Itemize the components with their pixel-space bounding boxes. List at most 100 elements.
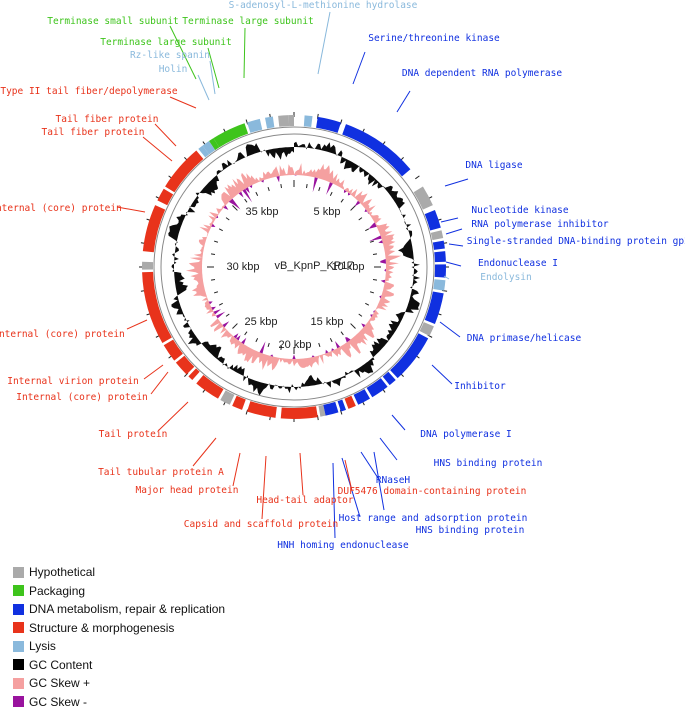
gene-arc-dna: [316, 116, 341, 133]
leader-line: [445, 228, 463, 235]
gene-arc-structure: [232, 395, 246, 410]
gene-arc-dna: [382, 371, 396, 386]
gene-label: Serine/threonine kinase: [368, 33, 500, 44]
leader-line: [445, 261, 462, 267]
gene-arc-structure: [142, 271, 172, 343]
leader-line: [344, 459, 353, 492]
gene-arc-dna: [337, 399, 346, 412]
inner-tick: [306, 345, 308, 351]
gene-label: HNH homing endonuclease: [277, 540, 409, 551]
legend-swatch: [13, 603, 24, 615]
gene-label: RNaseH: [376, 475, 411, 486]
gene-arc-lysis: [303, 115, 313, 128]
gene-label: Internal (core) protein: [0, 329, 125, 340]
gene-arc-lysis: [433, 279, 446, 291]
legend-item: GC Skew -: [13, 693, 225, 707]
leader-line: [444, 178, 469, 187]
legend-item: Hypothetical: [13, 563, 225, 582]
genome-title: vB_KpnP_KP17: [275, 260, 354, 272]
inner-tick: [369, 240, 375, 243]
leader-line: [142, 136, 173, 162]
gene-arc-hypothetical: [288, 115, 294, 127]
legend-item: Lysis: [13, 637, 225, 656]
legend-label: GC Skew -: [29, 694, 88, 707]
gene-label: Type II tail fiber/depolymerase: [0, 86, 178, 97]
inner-tick: [350, 323, 356, 329]
gene-label: Holin: [159, 64, 188, 75]
legend-label: Structure & morphogenesis: [29, 620, 175, 635]
kbp-label: 5 kbp: [314, 206, 341, 218]
leader-line: [443, 275, 450, 280]
legend-label: GC Content: [29, 657, 93, 672]
gene-label: DUF5476 domain-containing protein: [338, 486, 527, 497]
gene-arc-dna: [390, 333, 429, 379]
gene-arc-structure: [196, 375, 224, 399]
gene-label: RNA polymerase inhibitor: [471, 219, 609, 230]
leader-line: [209, 60, 216, 95]
legend-swatch: [13, 677, 24, 689]
gene-label: S-adenosyl-L-methionine hydrolase: [229, 0, 418, 11]
gene-label: Terminase small subunit: [47, 16, 179, 27]
leader-line: [197, 74, 210, 101]
leader-line: [169, 96, 197, 109]
inner-tick: [225, 313, 230, 317]
circular-genome-map: S-adenosyl-L-methionine hydrolaseTermina…: [0, 0, 685, 551]
kbp-label: 25 kbp: [244, 316, 277, 328]
kbp-label: 15 kbp: [310, 316, 343, 328]
inner-tick: [329, 338, 333, 343]
gene-arc-dna: [342, 124, 411, 177]
kbp-label: 30 kbp: [226, 261, 259, 273]
leader-line: [360, 451, 379, 479]
gene-arc-dna: [353, 389, 370, 405]
gene-label: Tail protein: [99, 429, 168, 440]
gene-label: Head-tail adaptor: [256, 495, 354, 506]
gene-arc-structure: [175, 355, 195, 375]
leader-line: [157, 401, 189, 432]
inner-tick: [232, 323, 238, 329]
gene-arc-hypothetical: [278, 115, 290, 127]
outer-tick: [316, 415, 319, 421]
legend-label: Hypothetical: [29, 565, 96, 580]
inner-tick: [210, 253, 216, 255]
inner-tick: [255, 338, 259, 343]
leader-line: [373, 451, 385, 511]
gene-arc-dna: [434, 251, 446, 263]
gene-label: Major head protein: [136, 485, 239, 496]
leader-line: [192, 437, 217, 467]
inner-tick: [267, 186, 270, 192]
gene-arc-hypothetical: [142, 261, 154, 270]
label-leader-lines: [116, 11, 469, 539]
gene-arc-packaging: [209, 138, 220, 151]
legend-swatch: [13, 566, 24, 578]
inner-tick: [244, 331, 248, 336]
inner-tick: [306, 183, 308, 189]
gene-arc-dna: [366, 378, 388, 398]
gene-arc-structure: [344, 395, 356, 409]
gene-arc-structure: [157, 188, 174, 206]
gene-label: Tail fiber protein: [56, 114, 159, 125]
legend-item: GC Content: [13, 656, 225, 675]
legend-swatch: [13, 659, 24, 671]
legend-item: DNA metabolism, repair & replication: [13, 600, 225, 619]
leader-line: [169, 25, 197, 80]
legend-swatch: [13, 622, 24, 634]
gene-arc-lysis: [202, 140, 216, 155]
leader-line: [352, 51, 366, 85]
gene-label: Nucleotide kinase: [471, 205, 569, 216]
gene-arcs: [142, 115, 446, 419]
leader-line: [431, 364, 453, 385]
legend-label: DNA metabolism, repair & replication: [29, 602, 226, 617]
inner-tick: [358, 217, 363, 221]
inner-tick: [318, 186, 321, 192]
outer-tick: [245, 409, 249, 415]
inner-tick: [372, 253, 378, 255]
leader-line: [391, 414, 406, 431]
kbp-label: 10 kbp: [331, 261, 364, 273]
inner-tick: [267, 342, 270, 348]
leader-line: [299, 452, 304, 496]
inner-tick: [340, 198, 344, 203]
outer-tick: [245, 119, 249, 125]
leader-line: [317, 11, 331, 75]
outer-tick: [442, 289, 448, 292]
